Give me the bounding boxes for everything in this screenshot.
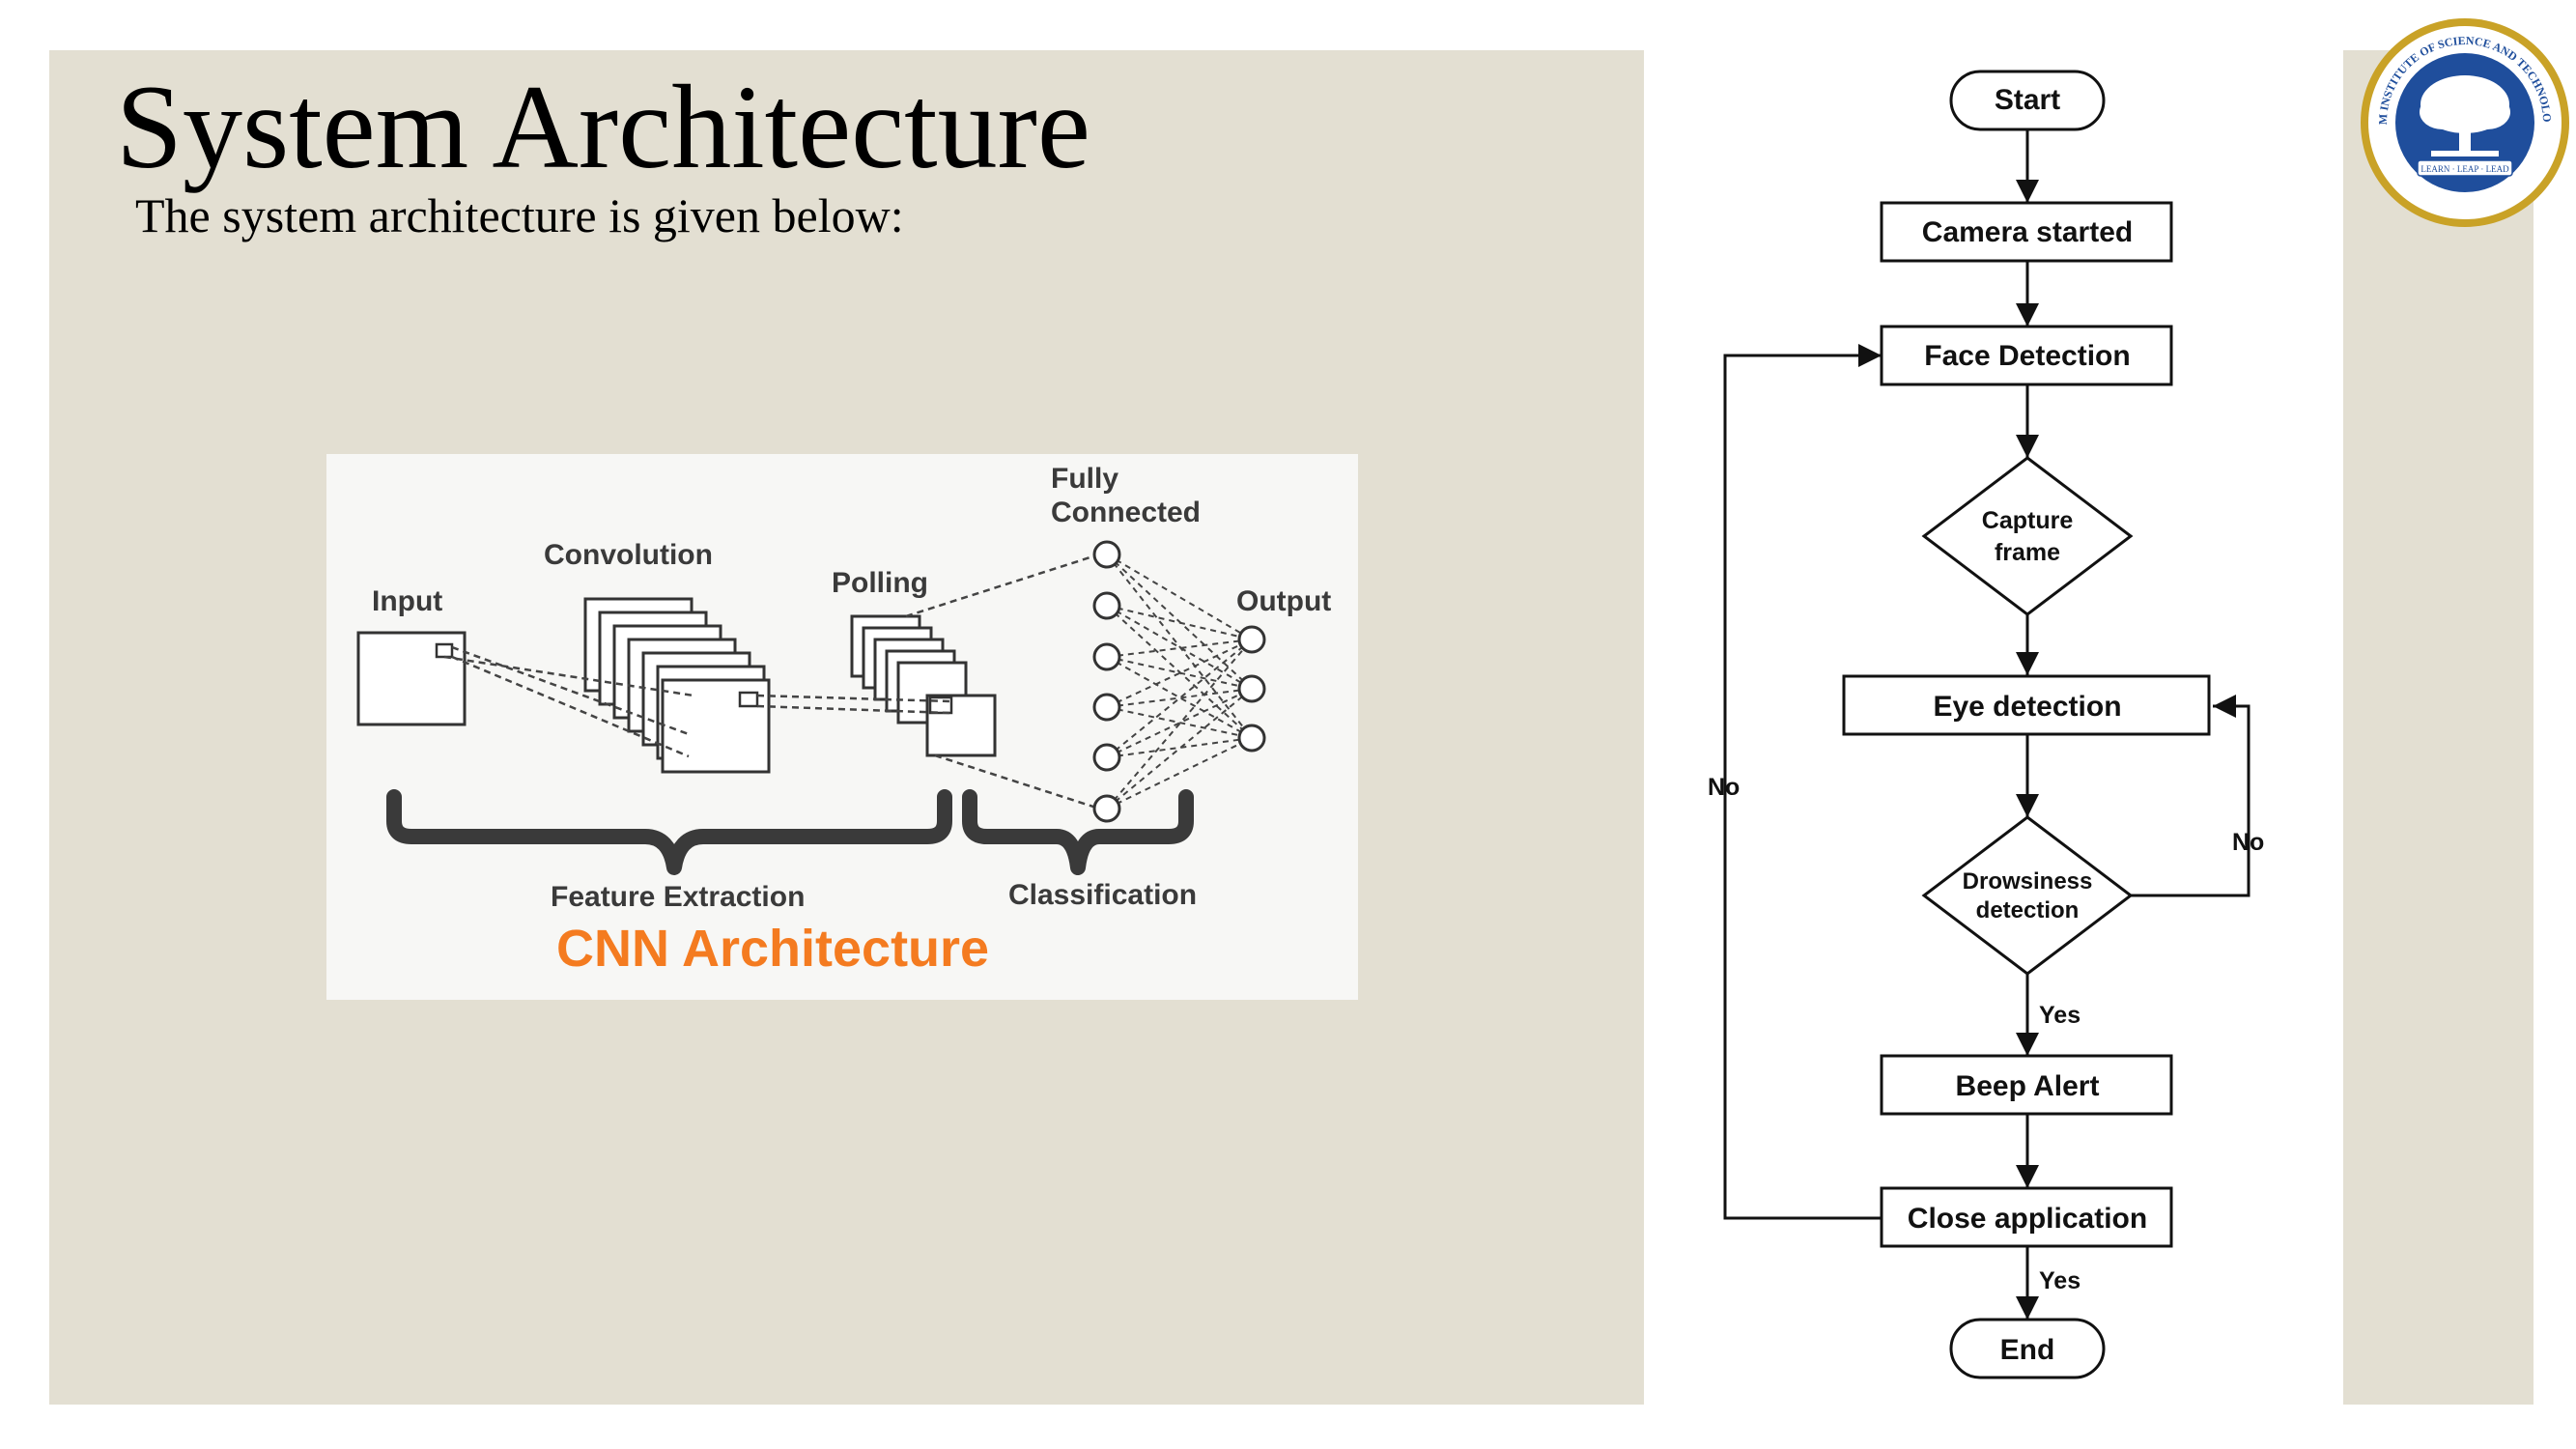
node-end-terminal (1949, 1318, 2106, 1379)
node-face-detection (1880, 325, 2173, 386)
convolution-feature-maps (583, 597, 771, 774)
node-camera-started (1880, 201, 2173, 263)
cnn-dashed-connectors (443, 553, 1100, 810)
cnn-label-input: Input (372, 585, 442, 617)
institute-seal-icon: LEARN · LEAP · LEAD SRM INSTITUTE OF SCI… (2358, 15, 2569, 227)
flowchart-edges (1723, 129, 2250, 1320)
input-receptive-field (435, 642, 454, 659)
cnn-label-output: Output (1236, 585, 1331, 617)
label-end: End (2000, 1334, 2055, 1366)
label-capture-line1: Capture (1982, 507, 2074, 534)
pooling-feature-maps (850, 614, 997, 757)
node-close-application (1880, 1186, 2173, 1248)
classification-brace (962, 789, 1194, 875)
tree-icon (2420, 75, 2510, 156)
node-start-terminal (1949, 70, 2106, 131)
slide-title: System Architecture (116, 61, 1090, 193)
cnn-label-convolution: Convolution (544, 539, 713, 571)
label-close-application: Close application (1908, 1203, 2147, 1235)
edge-label-close-no: No (1708, 774, 1740, 801)
edge-close-no-loop (1723, 344, 1882, 1220)
label-drowsiness-line1: Drowsiness (1963, 868, 2093, 895)
label-face-detection: Face Detection (1924, 340, 2130, 372)
cnn-label-fc-line2: Connected (1051, 497, 1201, 528)
logo-motto: LEARN · LEAP · LEAD (2420, 164, 2509, 174)
node-beep-alert (1880, 1054, 2173, 1116)
edge-drowsiness-no-loop (2131, 695, 2250, 897)
output-neurons (1237, 625, 1266, 753)
right-decor-panel (2343, 50, 2534, 1405)
label-camera-started: Camera started (1922, 216, 2133, 248)
cnn-label-fc-line1: Fully (1051, 463, 1118, 495)
node-capture-frame (1921, 456, 2134, 616)
node-drowsiness-decision (1921, 815, 2134, 976)
cnn-architecture-diagram: Input Convolution Polling (326, 454, 1358, 1000)
cnn-label-feature-extraction: Feature Extraction (551, 881, 805, 913)
cnn-label-classification: Classification (1008, 879, 1197, 911)
edge-label-drowsy-no: No (2232, 829, 2264, 856)
label-beep-alert: Beep Alert (1956, 1070, 2100, 1102)
cnn-label-polling: Polling (832, 567, 928, 599)
edge-label-drowsy-yes: Yes (2039, 1002, 2081, 1029)
cnn-caption: CNN Architecture (556, 920, 989, 978)
fc-dense-connections (1106, 554, 1253, 810)
conv-receptive-field (738, 691, 759, 708)
feature-extraction-brace (386, 789, 952, 875)
label-start: Start (1995, 84, 2060, 116)
fc-neurons (1092, 540, 1121, 823)
label-drowsiness-line2: detection (1976, 897, 2080, 923)
label-eye-detection: Eye detection (1933, 691, 2121, 723)
node-eye-detection (1842, 674, 2211, 736)
institute-logo: LEARN · LEAP · LEAD SRM INSTITUTE OF SCI… (2358, 15, 2572, 230)
label-capture-line2: frame (1995, 539, 2060, 566)
slide-subtitle: The system architecture is given below: (135, 188, 904, 242)
cnn-diagram-svg: Input Convolution Polling (356, 463, 1331, 978)
edge-label-close-yes: Yes (2039, 1267, 2081, 1294)
